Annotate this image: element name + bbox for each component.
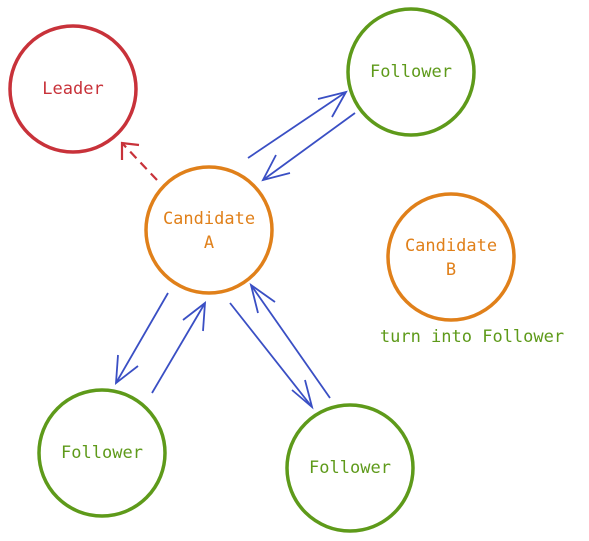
candidate-b-label-line2: B <box>446 260 456 280</box>
dashed-arrow-to-leader <box>120 141 158 181</box>
arrow-head <box>114 354 139 385</box>
leader-circle <box>8 24 138 154</box>
candidate-a-label-line2: A <box>204 233 214 253</box>
follower-top-right-node: Follower <box>346 7 476 137</box>
follower-bottom-left-circle <box>37 388 167 518</box>
candidate-a-node: Candidate A <box>144 165 274 295</box>
follower-top-right-circle <box>346 7 476 137</box>
dashed-arrow-head <box>120 141 140 160</box>
arrow-request-bottom-right <box>229 302 314 410</box>
arrow-shaft <box>250 284 331 399</box>
candidate-b-label-line1: Candidate <box>405 236 497 256</box>
follower-bottom-right-circle <box>285 403 415 533</box>
candidate-a-circle <box>144 165 274 295</box>
arrow-head <box>261 154 291 182</box>
leader-node: Leader <box>8 24 138 154</box>
arrow-shaft <box>247 91 347 159</box>
arrow-response-bottom-right <box>249 282 331 399</box>
follower-bottom-right-node: Follower <box>285 403 415 533</box>
arrow-response-top-right <box>261 112 356 182</box>
arrow-head <box>182 301 207 332</box>
turn-into-follower-note: turn into Follower <box>380 327 564 347</box>
arrow-head <box>317 90 348 118</box>
follower-bottom-right-label: Follower <box>309 458 391 478</box>
follower-top-right-label: Follower <box>370 62 452 82</box>
leader-label: Leader <box>42 79 103 99</box>
arrow-shaft <box>115 292 169 384</box>
arrow-shaft <box>262 112 356 181</box>
follower-bottom-left-label: Follower <box>61 443 143 463</box>
arrow-head <box>291 379 314 410</box>
arrow-response-bottom-left <box>151 301 207 394</box>
dashed-arrow-shaft <box>121 142 158 181</box>
arrow-request-bottom-left <box>114 292 169 385</box>
follower-bottom-left-node: Follower <box>37 388 167 518</box>
arrow-request-top-right <box>247 90 348 159</box>
arrow-shaft <box>151 302 206 394</box>
candidate-b-circle <box>386 192 516 322</box>
arrow-shaft <box>229 302 313 408</box>
candidate-a-label-line1: Candidate <box>163 209 255 229</box>
arrow-head <box>249 282 276 314</box>
candidate-b-node: Candidate B <box>386 192 516 322</box>
